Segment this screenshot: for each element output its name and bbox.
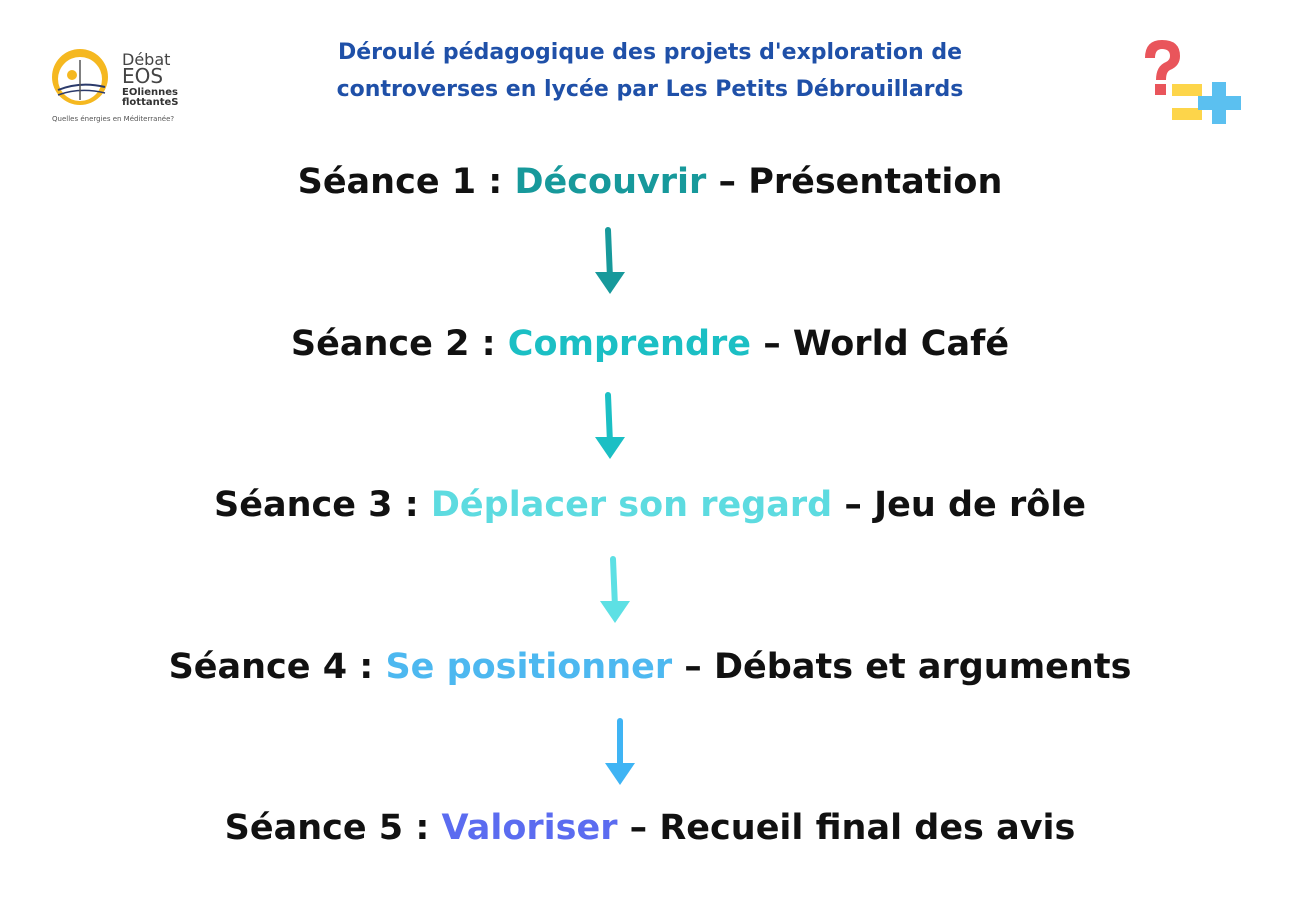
step-4: Séance 4 : Se positionner – Débats et ar… — [0, 647, 1300, 687]
step-keyword: Valoriser — [441, 808, 618, 848]
step-5: Séance 5 : Valoriser – Recueil final des… — [0, 808, 1300, 848]
step-activity: – Recueil final des avis — [617, 808, 1076, 848]
step-keyword: Déplacer son regard — [430, 485, 833, 525]
step-keyword: Découvrir — [514, 162, 707, 202]
title-line-1: Déroulé pédagogique des projets d'explor… — [337, 40, 963, 65]
title-line-2: controverses en lycée par Les Petits Déb… — [336, 77, 964, 102]
step-activity: – Jeu de rôle — [832, 485, 1086, 525]
debat-eos-logo: Débat EOS EOliennes flottanteS Quelles é… — [50, 45, 180, 125]
arrow-down-icon — [600, 556, 630, 623]
svg-text:EOliennes: EOliennes — [122, 87, 178, 98]
step-prefix: Séance 2 : — [290, 324, 508, 364]
step-1: Séance 1 : Découvrir – Présentation — [0, 162, 1300, 202]
svg-text:flottanteS: flottanteS — [122, 97, 178, 108]
svg-text:Quelles énergies en Méditerran: Quelles énergies en Méditerranée? — [52, 115, 174, 123]
step-2: Séance 2 : Comprendre – World Café — [0, 324, 1300, 364]
step-activity: – Présentation — [706, 162, 1003, 202]
step-activity: – Débats et arguments — [672, 647, 1132, 687]
step-keyword: Se positionner — [385, 647, 673, 687]
step-activity: – World Café — [751, 324, 1010, 364]
question-equals-plus-icon — [1140, 38, 1245, 126]
step-keyword: Comprendre — [507, 324, 752, 364]
step-prefix: Séance 3 : — [214, 485, 431, 525]
step-prefix: Séance 1 : — [297, 162, 515, 202]
arrow-down-icon — [605, 718, 635, 785]
arrow-down-icon — [595, 227, 625, 294]
page-title: Déroulé pédagogique des projets d'explor… — [250, 34, 1050, 108]
step-prefix: Séance 4 : — [168, 647, 386, 687]
step-3: Séance 3 : Déplacer son regard – Jeu de … — [0, 485, 1300, 525]
step-prefix: Séance 5 : — [224, 808, 442, 848]
svg-text:Débat: Débat — [122, 50, 170, 69]
arrow-down-icon — [595, 392, 625, 459]
svg-text:EOS: EOS — [122, 64, 163, 88]
